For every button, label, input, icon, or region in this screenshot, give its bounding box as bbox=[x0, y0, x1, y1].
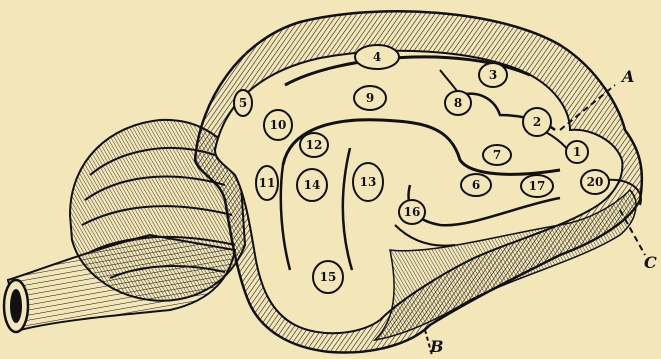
region-9: 9 bbox=[354, 86, 386, 110]
region-1: 1 bbox=[566, 141, 588, 163]
region-number: 4 bbox=[373, 50, 381, 64]
region-number: 20 bbox=[587, 175, 604, 189]
region-7: 7 bbox=[483, 145, 511, 165]
region-number: 14 bbox=[304, 178, 321, 192]
region-11: 11 bbox=[256, 166, 278, 200]
region-number: 5 bbox=[239, 96, 247, 110]
region-number: 9 bbox=[366, 91, 374, 105]
region-5: 5 bbox=[234, 90, 252, 116]
region-14: 14 bbox=[297, 169, 327, 201]
pointer-label-b: B bbox=[429, 337, 444, 355]
region-number: 8 bbox=[454, 96, 462, 110]
region-number: 13 bbox=[360, 175, 377, 189]
region-13: 13 bbox=[353, 163, 383, 201]
region-15: 15 bbox=[313, 261, 343, 293]
region-number: 11 bbox=[259, 176, 276, 190]
pointer-label-c: C bbox=[644, 253, 657, 272]
region-10: 10 bbox=[264, 110, 292, 140]
region-number: 1 bbox=[573, 145, 581, 159]
region-number: 3 bbox=[489, 68, 497, 82]
region-number: 17 bbox=[529, 179, 546, 193]
region-8: 8 bbox=[445, 91, 471, 115]
pointer-label-a: A bbox=[620, 67, 634, 86]
region-4: 4 bbox=[355, 45, 399, 69]
region-number: 6 bbox=[472, 178, 480, 192]
region-12: 12 bbox=[300, 133, 328, 157]
region-number: 16 bbox=[404, 205, 421, 219]
region-17: 17 bbox=[521, 175, 553, 197]
region-number: 10 bbox=[270, 118, 287, 132]
region-number: 15 bbox=[320, 270, 337, 284]
region-20: 20 bbox=[581, 170, 609, 194]
region-number: 12 bbox=[306, 138, 323, 152]
region-16: 16 bbox=[399, 200, 425, 224]
region-6: 6 bbox=[461, 174, 491, 196]
region-2: 2 bbox=[523, 108, 551, 136]
region-3: 3 bbox=[479, 63, 507, 87]
region-number: 7 bbox=[493, 148, 501, 162]
region-number: 2 bbox=[533, 115, 541, 129]
